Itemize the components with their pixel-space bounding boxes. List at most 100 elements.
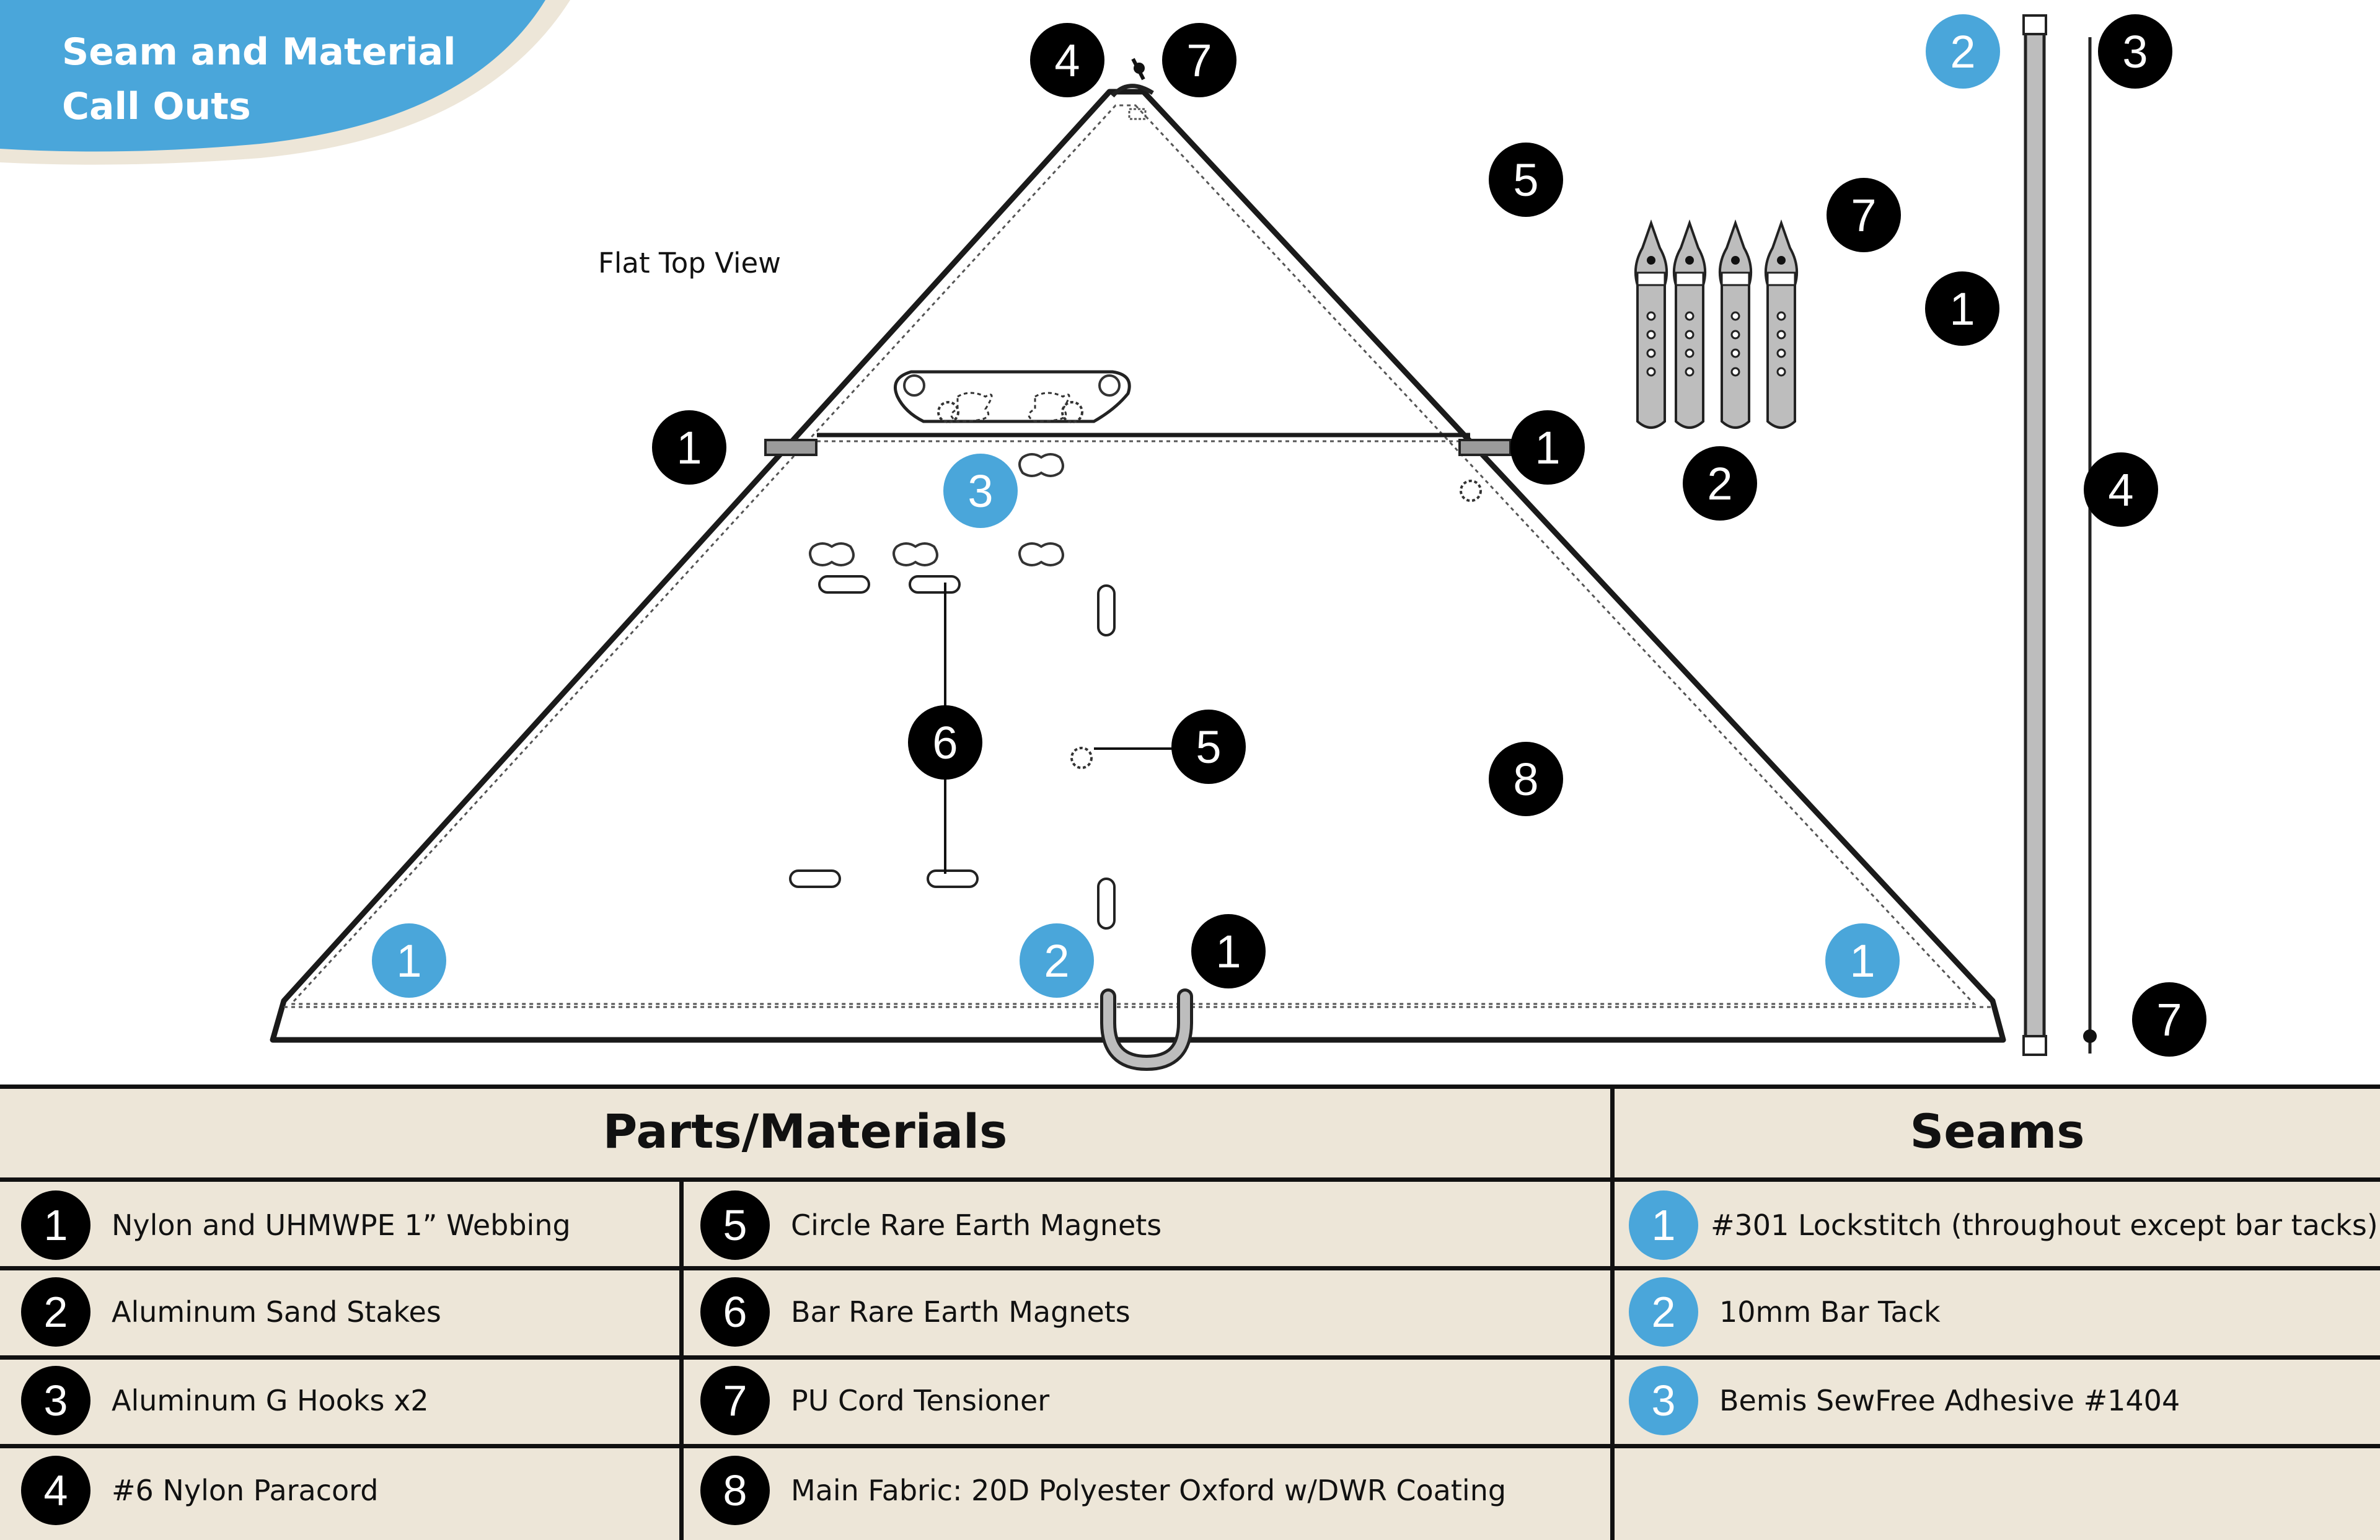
legend-label: #6 Nylon Paracord <box>112 1474 379 1507</box>
legend-badge: 2 <box>1629 1277 1698 1347</box>
callout-2: 2 <box>1683 446 1757 521</box>
callout-seam-2: 2 <box>1020 923 1094 998</box>
grid-line <box>0 1444 2380 1448</box>
adhesive-patch <box>950 392 993 423</box>
legend-row: 3 Aluminum G Hooks x2 <box>21 1357 429 1444</box>
grid-line <box>0 1085 2380 1089</box>
sand-stake <box>1718 219 1753 429</box>
legend-label: Aluminum Sand Stakes <box>112 1295 441 1329</box>
adhesive-patch <box>1018 453 1064 477</box>
bar-magnets <box>789 575 1116 930</box>
legend-badge: 1 <box>1629 1190 1698 1260</box>
legend-badge: 2 <box>21 1277 90 1347</box>
magnet-ring <box>937 401 959 423</box>
legend-badge: 4 <box>21 1456 90 1525</box>
grid-line <box>1610 1085 1615 1540</box>
callout-4: 4 <box>1030 23 1104 97</box>
corner-banner <box>0 0 545 152</box>
circle-magnet <box>1070 747 1093 769</box>
adhesive-patch <box>892 542 938 566</box>
tarp-illustration <box>0 0 2097 1071</box>
bar-magnet <box>1097 584 1116 636</box>
legend-badge: 5 <box>700 1190 770 1260</box>
legend-row: 2 Aluminum Sand Stakes <box>21 1269 441 1355</box>
legend-row: 8 Main Fabric: 20D Polyester Oxford w/DW… <box>700 1447 1506 1534</box>
legend-label: Circle Rare Earth Magnets <box>791 1208 1162 1242</box>
magnet-ring <box>1061 401 1083 423</box>
webbing-strap <box>2024 23 2046 1052</box>
legend-label: Main Fabric: 20D Polyester Oxford w/DWR … <box>791 1474 1507 1507</box>
bar-magnet <box>818 575 870 594</box>
tarp-outline <box>270 89 2006 1043</box>
legend-label: Bar Rare Earth Magnets <box>791 1295 1130 1329</box>
top-tensioner <box>1134 63 1145 74</box>
callout-4: 4 <box>2084 452 2158 527</box>
callout-seam-3: 3 <box>943 454 1018 528</box>
parts-header: Parts/Materials <box>602 1103 1008 1159</box>
sand-stakes <box>1634 219 1799 429</box>
callout-7: 7 <box>1827 178 1901 252</box>
g-hook-inner <box>1103 992 1190 1068</box>
webbing-buckle <box>2022 14 2047 35</box>
legend-row: 2 10mm Bar Tack <box>1629 1269 1941 1355</box>
bar-magnet <box>927 869 979 888</box>
callout-1: 1 <box>1925 271 1999 346</box>
callout-8: 8 <box>1489 742 1563 816</box>
sand-stake <box>1672 219 1707 429</box>
grid-line <box>0 1177 2380 1182</box>
legend-row: 7 PU Cord Tensioner <box>700 1357 1049 1444</box>
grid-line <box>0 1266 2380 1270</box>
callout-1: 1 <box>1191 914 1266 988</box>
bar-magnet <box>1097 878 1116 930</box>
legend-badge: 7 <box>700 1366 770 1435</box>
bar-magnet <box>789 869 841 888</box>
legend-label: PU Cord Tensioner <box>791 1384 1050 1417</box>
webbing-buckle <box>2022 1035 2047 1056</box>
callout-1: 1 <box>1510 410 1585 485</box>
callout-seam-1: 1 <box>1825 923 1900 998</box>
legend-label: Nylon and UHMWPE 1” Webbing <box>112 1208 571 1242</box>
view-label: Flat Top View <box>598 247 781 279</box>
callout-7: 7 <box>1162 23 1236 97</box>
legend-label: Aluminum G Hooks x2 <box>112 1384 429 1417</box>
top-loop <box>1111 84 1154 98</box>
cord-tensioner <box>2083 1029 2097 1043</box>
legend-row: 3 Bemis SewFree Adhesive #1404 <box>1629 1357 2180 1444</box>
grid-line <box>679 1177 684 1540</box>
diagram-area: Seam and Material Call Outs Flat Top Vie… <box>0 0 2206 1071</box>
webbing-tab-right <box>1458 439 1512 456</box>
callout-5: 5 <box>1489 143 1563 217</box>
adhesive-patch <box>809 542 855 566</box>
callout-5: 5 <box>1171 710 1246 784</box>
legend-row: 6 Bar Rare Earth Magnets <box>700 1269 1130 1355</box>
legend-badge: 3 <box>21 1366 90 1435</box>
callout-1: 1 <box>652 410 726 485</box>
bar-magnet <box>909 575 961 594</box>
corner-title-line1: Seam and Material <box>62 30 456 74</box>
callout-seam-2: 2 <box>1926 14 2000 89</box>
magnet-ring <box>1098 374 1121 397</box>
legend-row: 1 Nylon and UHMWPE 1” Webbing <box>21 1182 571 1269</box>
magnet-ring <box>903 374 925 397</box>
corner-title-line2: Call Outs <box>62 85 251 128</box>
callout-seam-1: 1 <box>372 923 446 998</box>
adhesive-patch <box>1028 392 1070 423</box>
legend-row: 4 #6 Nylon Paracord <box>21 1447 378 1534</box>
grid-line <box>0 1355 2380 1360</box>
stitch-line <box>289 104 1977 1005</box>
legend-table: Parts/Materials Seams 1 Nylon and UHMWPE… <box>0 1085 2380 1540</box>
callout-6: 6 <box>908 705 982 780</box>
legend-label: #301 Lockstitch (throughout except bar t… <box>1711 1208 2378 1242</box>
magnet-plate <box>894 370 1131 423</box>
adhesive-patches <box>809 453 1064 566</box>
webbing-tab-left <box>764 439 818 456</box>
sand-stake <box>1764 219 1799 429</box>
seams-header: Seams <box>1910 1103 2085 1159</box>
legend-badge: 3 <box>1629 1366 1698 1435</box>
legend-badge: 6 <box>700 1277 770 1347</box>
legend-badge: 8 <box>700 1456 770 1525</box>
legend-row: 5 Circle Rare Earth Magnets <box>700 1182 1161 1269</box>
legend-row: 1 #301 Lockstitch (throughout except bar… <box>1629 1182 2378 1269</box>
corner-title: Seam and Material Call Outs <box>62 25 456 134</box>
adhesive-patch <box>1018 542 1064 566</box>
